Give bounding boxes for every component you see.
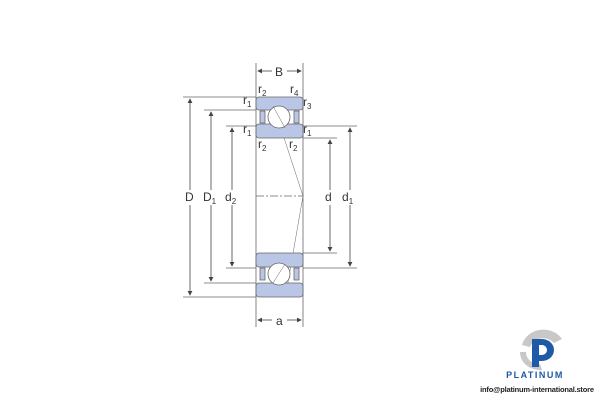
label-a: a <box>276 314 283 328</box>
label-d1: d1 <box>342 190 354 206</box>
label-r4: r4 <box>290 82 299 98</box>
label-D: D <box>185 190 194 204</box>
label-B: B <box>275 65 283 79</box>
label-r1-inner-right: r1 <box>303 122 312 138</box>
label-d: d <box>325 190 332 204</box>
label-d2: d2 <box>225 190 237 206</box>
label-r1-inner-left: r1 <box>243 122 252 138</box>
ball <box>267 262 291 286</box>
label-r2-inner-right: r2 <box>289 137 298 153</box>
label-r3: r3 <box>303 95 312 111</box>
label-D1: D1 <box>203 190 217 206</box>
bearing-section-bottom <box>255 252 304 298</box>
label-r1-top: r1 <box>243 93 252 109</box>
logo-brand: PLATINUM <box>506 370 564 380</box>
label-r2-top: r2 <box>258 82 267 98</box>
contact-email: info@platinum-international.store <box>480 385 594 394</box>
label-r2-inner-left: r2 <box>258 137 267 153</box>
platinum-logo <box>519 329 562 371</box>
